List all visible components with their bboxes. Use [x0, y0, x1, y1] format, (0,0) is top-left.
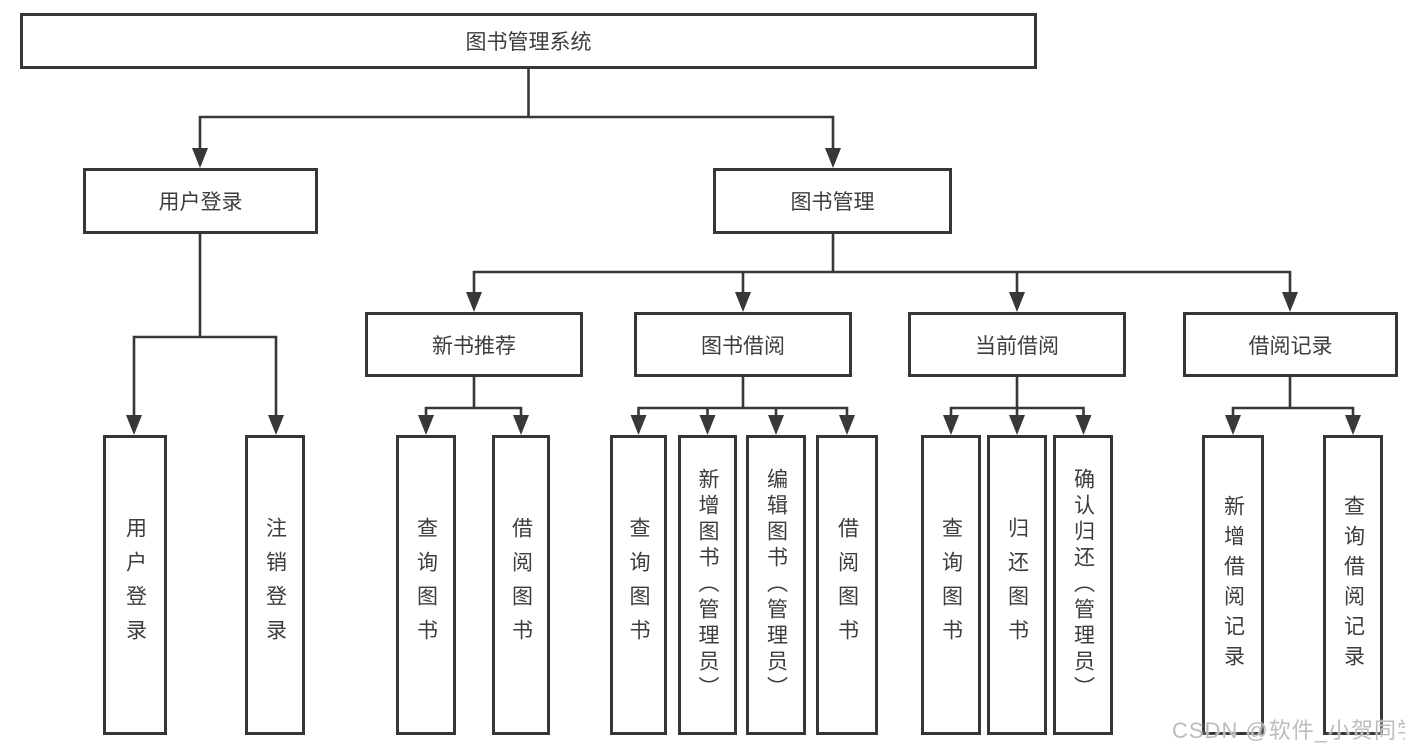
leaf-records-add-record: 新增借阅记录: [1202, 435, 1264, 735]
leaf-current-query-books: 查询图书: [921, 435, 981, 735]
arrowheads: [126, 148, 1361, 435]
leaf-borrow-query-books: 查询图书: [610, 435, 667, 735]
watermark: CSDN @软件_小贺同学: [1172, 718, 1405, 743]
leaf-borrow-edit-books-admin: 编辑图书（管理员）: [746, 435, 806, 735]
node-current-borrow: 当前借阅: [908, 312, 1126, 377]
leaf-current-confirm-return-admin: 确认归还（管理员）: [1053, 435, 1113, 735]
node-new-book-recommend: 新书推荐: [365, 312, 583, 377]
leaf-logout: 注销登录: [245, 435, 305, 735]
leaf-current-return-books: 归还图书: [987, 435, 1047, 735]
leaf-newbook-borrow-books: 借阅图书: [492, 435, 550, 735]
node-root: 图书管理系统: [20, 13, 1037, 69]
leaf-borrow-borrow-books: 借阅图书: [816, 435, 878, 735]
leaf-user-login: 用户登录: [103, 435, 167, 735]
leaf-records-query-record: 查询借阅记录: [1323, 435, 1383, 735]
leaf-newbook-query-books: 查询图书: [396, 435, 456, 735]
node-borrow-records: 借阅记录: [1183, 312, 1398, 377]
node-book-management-module: 图书管理: [713, 168, 952, 234]
node-user-login-module: 用户登录: [83, 168, 318, 234]
node-book-borrow: 图书借阅: [634, 312, 852, 377]
leaf-borrow-add-books-admin: 新增图书（管理员）: [678, 435, 737, 735]
